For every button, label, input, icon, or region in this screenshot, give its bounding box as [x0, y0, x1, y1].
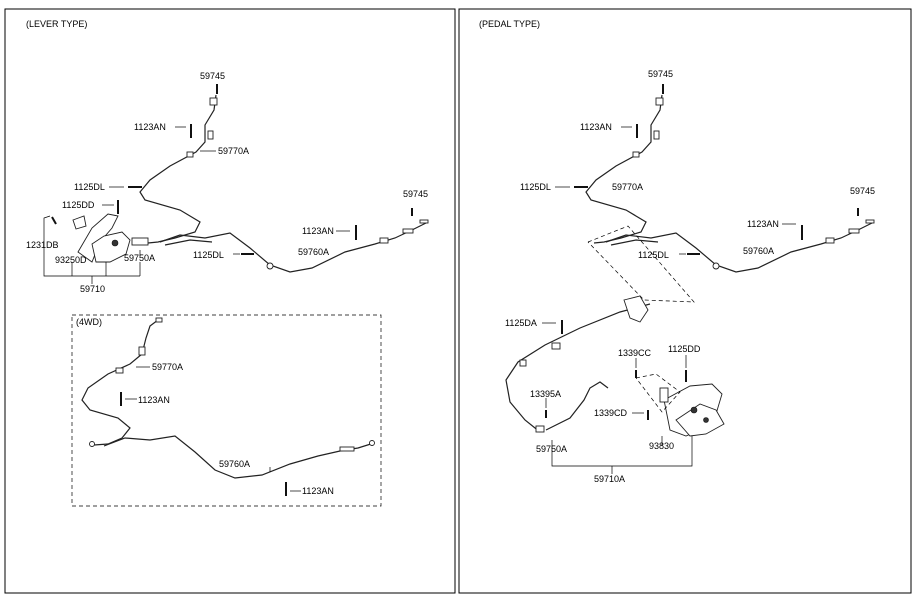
pedal-label-1125DD: 1125DD: [668, 344, 701, 354]
lever-type-panel: (LEVER TYPE): [4, 8, 456, 594]
pedal-label-1339CC: 1339CC: [618, 348, 652, 358]
label-59750A: 59750A: [124, 253, 155, 263]
pedal-label-1125DA: 1125DA: [505, 318, 537, 328]
pedal-panel-title: (PEDAL TYPE): [479, 19, 540, 29]
four-wd-inset-frame: [71, 314, 382, 507]
lever-panel-frame: [4, 8, 456, 594]
pedal-label-1125DL-left: 1125DL: [520, 182, 551, 192]
inset-label-59760A: 59760A: [219, 459, 250, 469]
label-1123AN-right: 1123AN: [302, 226, 334, 236]
inset-label-1123AN-b: 1123AN: [302, 486, 334, 496]
label-1125DL-left: 1125DL: [74, 182, 105, 192]
label-59745-right: 59745: [403, 189, 428, 199]
pedal-label-1123AN-top: 1123AN: [580, 122, 612, 132]
pedal-label-59745-top: 59745: [648, 69, 673, 79]
pedal-label-1339CD: 1339CD: [594, 408, 628, 418]
lever-assembly-93250D: [72, 213, 149, 263]
label-59770A: 59770A: [218, 146, 249, 156]
label-93250D: 93250D: [55, 255, 87, 265]
pedal-label-1125DL-mid: 1125DL: [638, 250, 669, 260]
pedal-type-panel: (PEDAL TYPE): [458, 8, 912, 594]
bolt-1231DB: [51, 216, 57, 225]
label-59760A: 59760A: [298, 247, 329, 257]
front-cable-59770A: [139, 94, 218, 244]
four-wd-inset: (4WD) 59770A 1123AN 59760A 1123AN: [71, 314, 382, 507]
label-59745-top: 59745: [200, 71, 225, 81]
label-1125DD: 1125DD: [62, 200, 95, 210]
inset-label-1123AN-a: 1123AN: [138, 395, 170, 405]
pedal-rear-cable-59760A: [605, 219, 875, 273]
pedal-label-13395A: 13395A: [530, 389, 561, 399]
pedal-connector-dashed: [587, 225, 695, 303]
pedal-cable-59750A: [505, 295, 651, 433]
four-wd-inset-title: (4WD): [76, 317, 102, 327]
label-1125DL-mid: 1125DL: [193, 250, 224, 260]
pedal-label-59760A: 59760A: [743, 246, 774, 256]
pedal-label-59710A: 59710A: [594, 474, 625, 484]
label-59710: 59710: [80, 284, 105, 294]
lever-panel-title: (LEVER TYPE): [26, 19, 87, 29]
pedal-label-59745-right: 59745: [850, 186, 875, 196]
pedal-label-59750A: 59750A: [536, 444, 567, 454]
pedal-label-59770A: 59770A: [612, 182, 643, 192]
pedal-panel-frame: [458, 8, 912, 594]
label-1123AN-top: 1123AN: [134, 122, 166, 132]
rear-cable-59760A: [159, 219, 429, 273]
pedal-label-1123AN-right: 1123AN: [747, 219, 779, 229]
pedal-label-93830: 93830: [649, 441, 674, 451]
pedal-front-cable-59770A: [585, 94, 664, 244]
inset-label-59770A: 59770A: [152, 362, 183, 372]
label-1231DB: 1231DB: [26, 240, 59, 250]
pedal-assembly-93830: [635, 373, 725, 437]
